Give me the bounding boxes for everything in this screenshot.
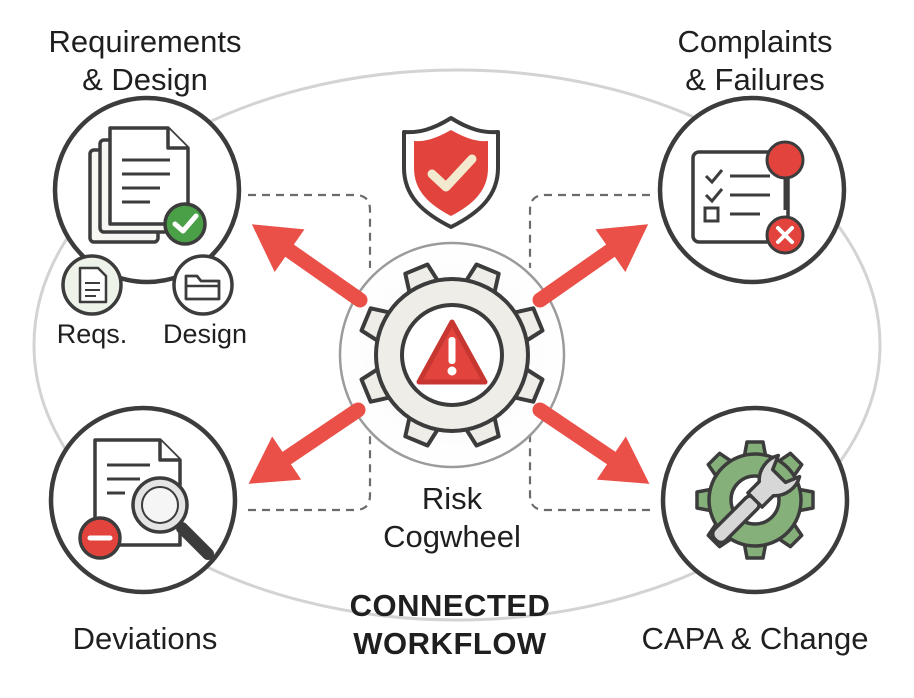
checklist-failure-icon bbox=[691, 140, 805, 255]
requirements-node bbox=[52, 95, 242, 316]
risk-cogwheel-label: Risk Cogwheel bbox=[383, 481, 521, 554]
capa-title: CAPA & Change bbox=[641, 621, 869, 656]
complaints-title: Complaints & Failures bbox=[677, 24, 833, 97]
arrow-to-capa bbox=[532, 402, 650, 484]
shield-check-icon bbox=[402, 116, 500, 229]
capa-node bbox=[660, 405, 850, 595]
cogwheel-warning-icon bbox=[359, 262, 545, 448]
reqs-label: Reqs. bbox=[56, 319, 128, 349]
arrow-to-requirements bbox=[251, 224, 368, 308]
complaints-node bbox=[657, 95, 847, 285]
hub-ring bbox=[338, 241, 566, 469]
connected-workflow-label: CONNECTED WORKFLOW bbox=[349, 588, 551, 661]
workflow-loop bbox=[32, 68, 882, 622]
requirements-title: Requirements & Design bbox=[48, 24, 242, 97]
document-magnifier-icon bbox=[78, 438, 214, 560]
gear-wrench-icon bbox=[695, 440, 815, 560]
dashed-connectors bbox=[248, 193, 650, 512]
deviations-node bbox=[48, 405, 238, 595]
deviations-title: Deviations bbox=[72, 621, 218, 656]
arrow-to-complaints bbox=[532, 224, 649, 308]
documents-check-icon bbox=[88, 126, 207, 246]
arrow-to-deviations bbox=[248, 402, 366, 484]
design-label: Design bbox=[162, 319, 248, 349]
